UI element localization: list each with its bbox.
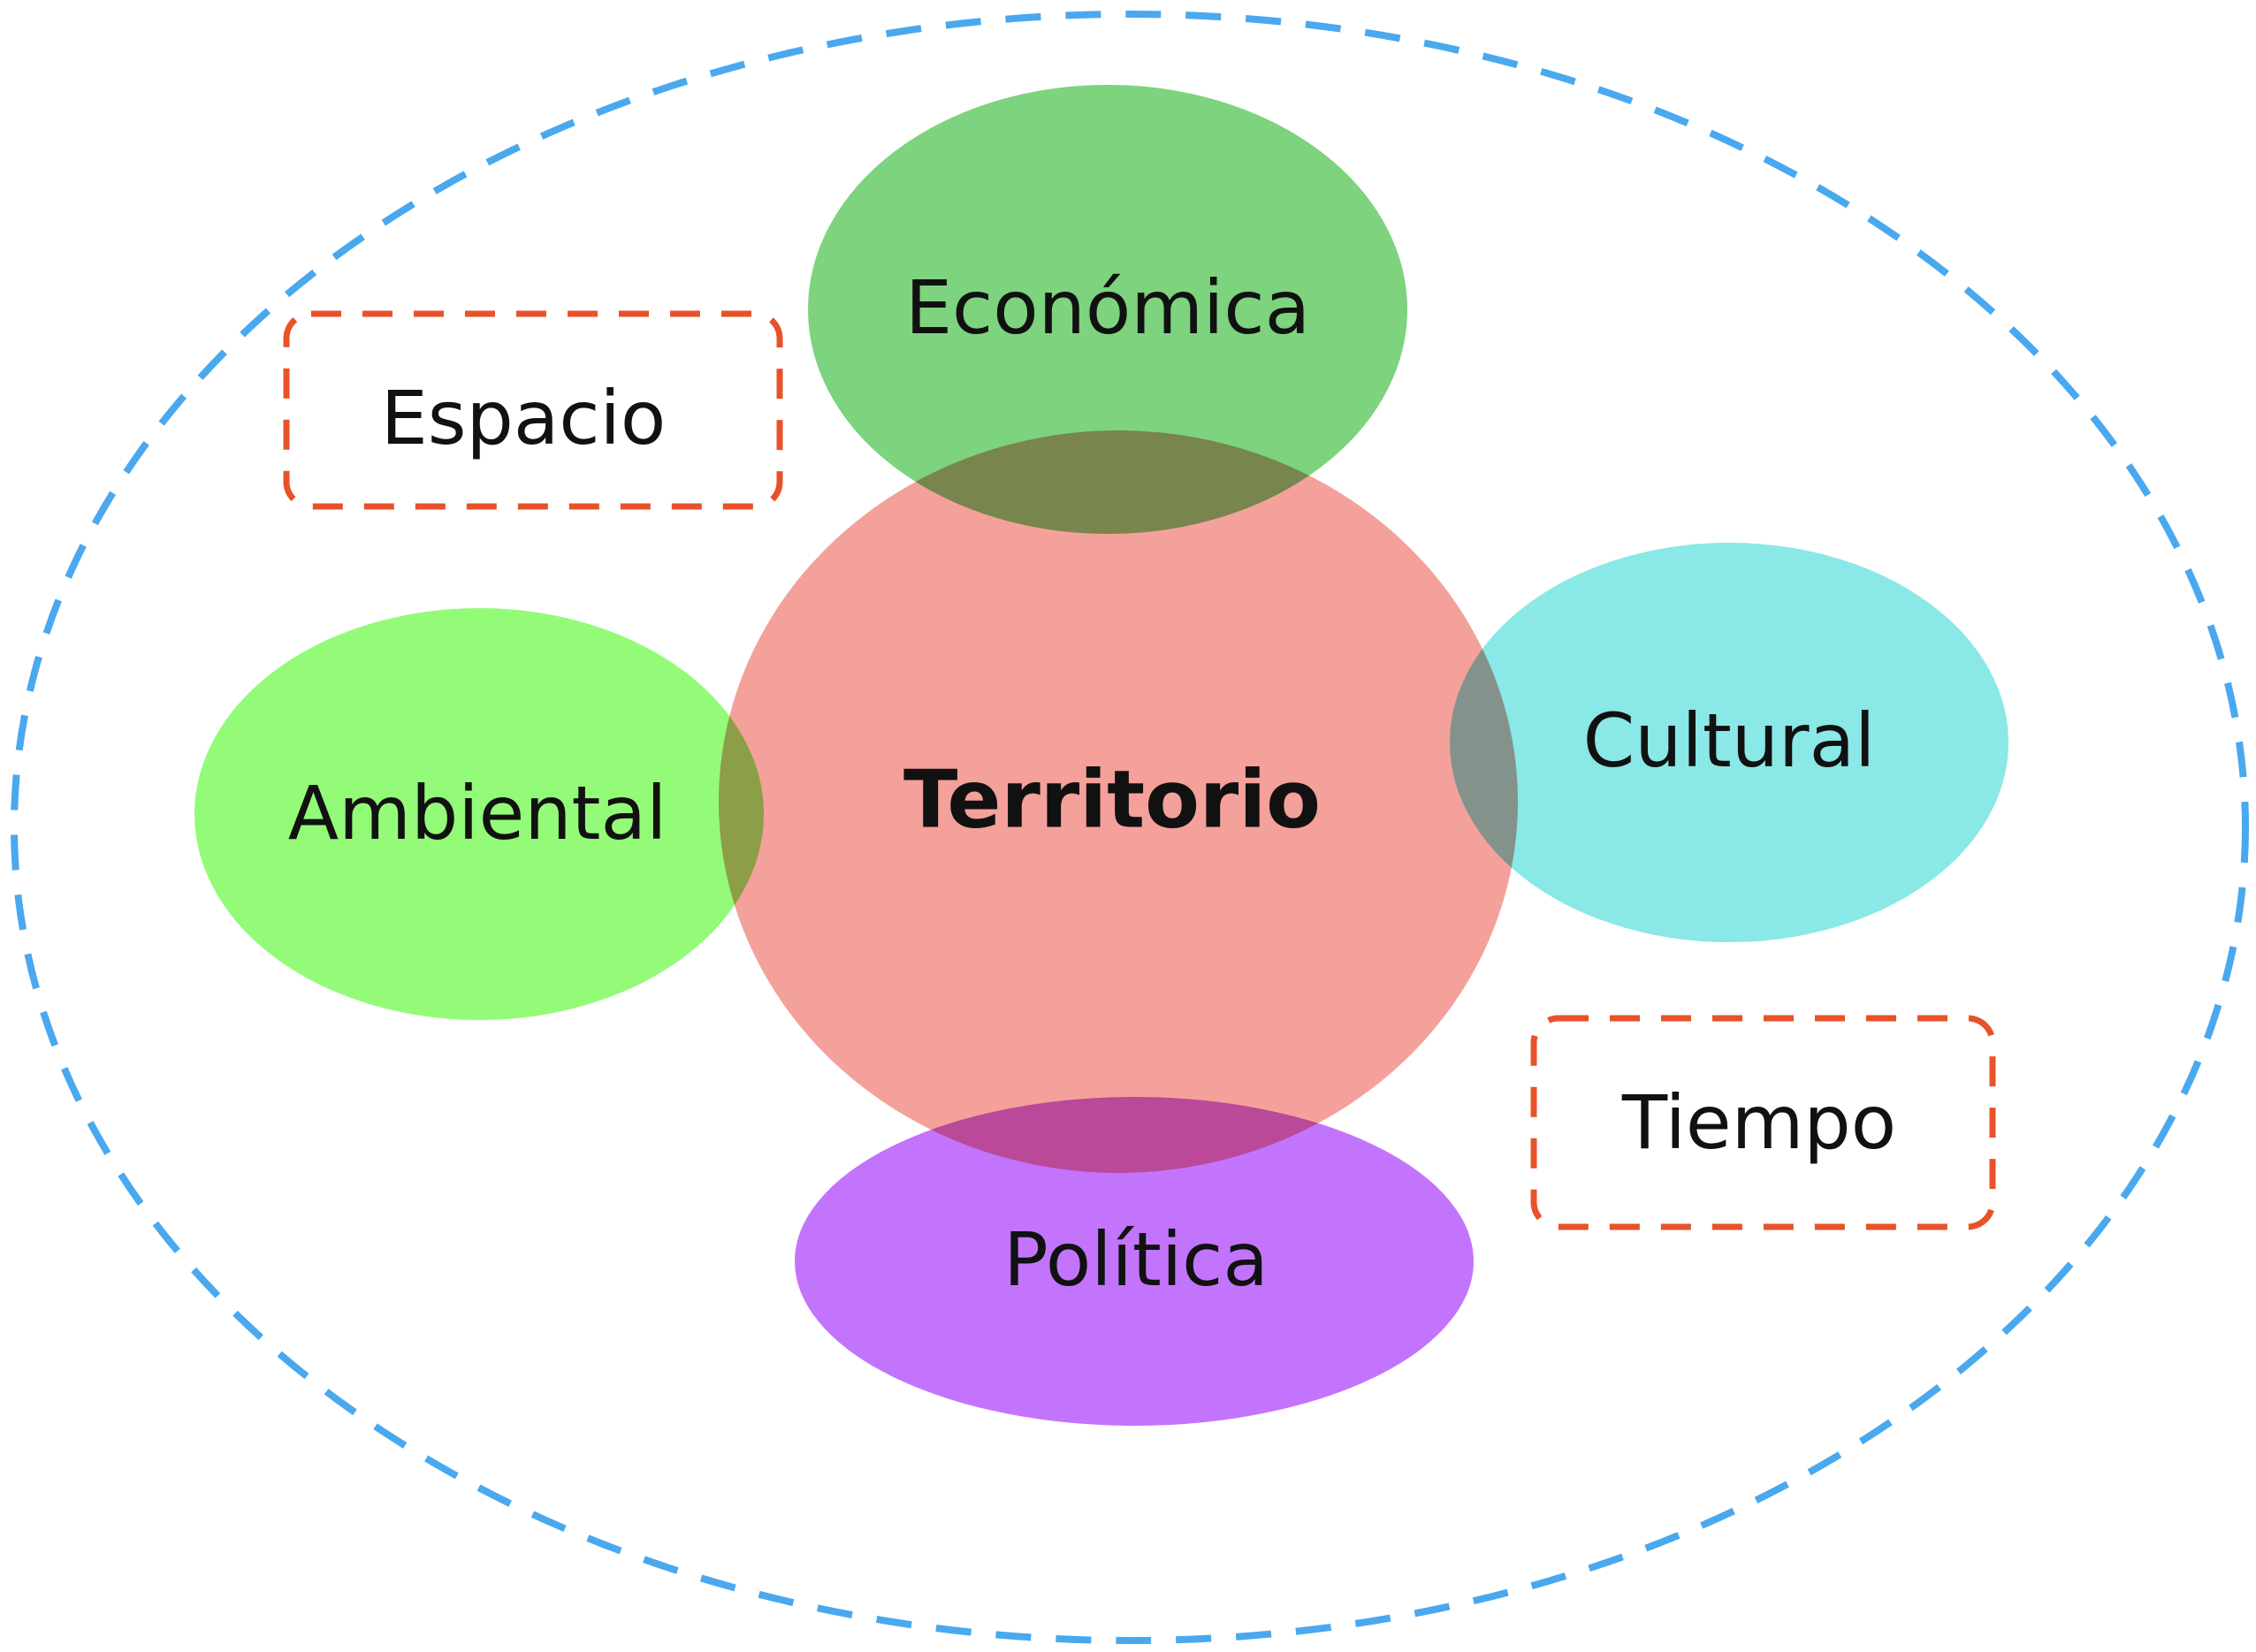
ambiental-ellipse bbox=[189, 603, 769, 1025]
economica-ellipse bbox=[803, 80, 1413, 539]
ambiental-label: Ambiental bbox=[288, 770, 667, 856]
espacio-label: Espacio bbox=[381, 375, 667, 461]
espacio-box bbox=[283, 310, 783, 510]
territorio-label: Territorio bbox=[903, 754, 1321, 847]
tiempo-label: Tiempo bbox=[1621, 1079, 1896, 1166]
cultural-label: Cultural bbox=[1583, 697, 1876, 784]
politica-ellipse bbox=[789, 1092, 1479, 1431]
outer-dashed-boundary bbox=[11, 11, 2249, 1644]
tiempo-box bbox=[1530, 1015, 1996, 1230]
territorio-circle bbox=[719, 430, 1518, 1173]
economica-label: Económica bbox=[905, 264, 1310, 351]
politica-label: Política bbox=[1003, 1216, 1269, 1303]
cultural-ellipse bbox=[1444, 537, 2014, 948]
